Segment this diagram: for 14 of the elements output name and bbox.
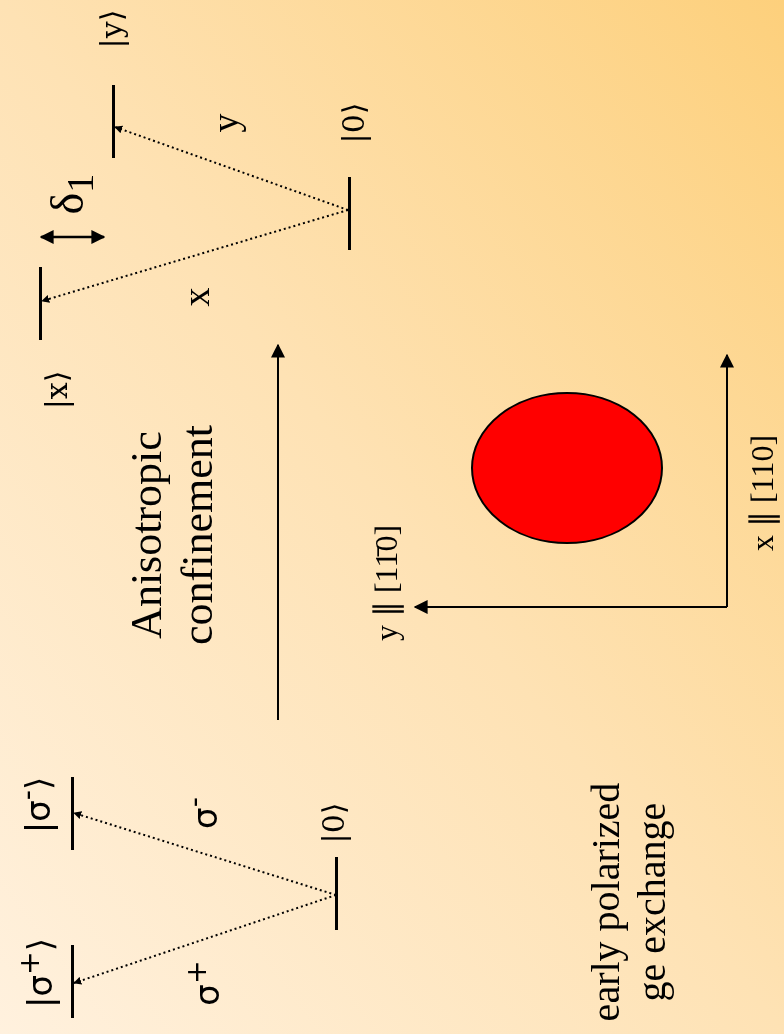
axis-label: y ∥ [11̄0] [367, 524, 405, 642]
dotted-arrow [73, 811, 337, 896]
body-text: early polarized ge exchange [583, 781, 675, 1024]
heading-text: Anisotropic confinement [122, 424, 223, 647]
state-label: |x⟩ [39, 370, 75, 410]
dotted-arrow [73, 894, 337, 985]
state-label: |0⟩ [336, 102, 372, 144]
state-label: |0⟩ [316, 802, 352, 844]
state-label: |y⟩ [94, 9, 130, 49]
axis-label: x ∥ [110] [743, 434, 781, 552]
edge-label: x [175, 287, 219, 307]
edge-label: y [204, 113, 248, 133]
dotted-arrow [114, 125, 349, 211]
ellipse [471, 392, 663, 544]
